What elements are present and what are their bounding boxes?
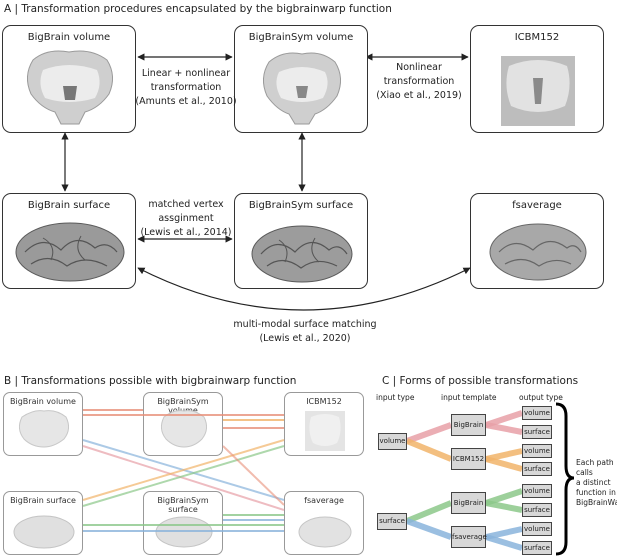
box-label: fsaverage [304,496,344,505]
box-bigbrain-surface: BigBrain surface [2,193,136,289]
box-label: BigBrainSym surface [248,200,354,211]
header-output-type: output type [519,393,563,402]
c-path-out [485,488,523,506]
box-bigbrainsym-volume: BigBrainSym volume [234,25,368,133]
c-path-out [485,410,523,428]
node-template-bigbrain: BigBrain [451,414,486,436]
c-path-volume-bigbrain [405,422,453,444]
brain-coronal-slice-icon [27,50,113,125]
box-label: BigBrainSym volume [248,32,354,43]
note-linear-nonlinear: Linear + nonlinear transformation (Amunt… [130,67,242,109]
box-label: BigBrain surface [10,496,76,505]
box-bigbrainsym-surface: BigBrainSym surface [234,193,368,289]
b-line-red [222,445,285,506]
c-path-volume-icbm152 [405,438,453,462]
side-note-line: a distinct [576,478,611,487]
node-output-surface: surface [522,541,552,555]
brain-surface-icon [489,223,587,281]
box-label: BigBrainSym surface [157,496,209,514]
node-output-volume: volume [522,522,552,536]
panel-b-box-bigbrain-volume: BigBrain volume [3,392,83,456]
note-multimodal: multi-modal surface matching (Lewis et a… [220,318,390,346]
note-matched-vertex: matched vertex assginment (Lewis et al.,… [130,198,242,240]
c-path-out [485,422,523,435]
brain-coronal-slice-icon [18,410,70,448]
box-label: ICBM152 [514,32,560,43]
b-line-pink [82,445,285,511]
brain-coronal-slice-icon [263,52,341,125]
note-nonlinear: Nonlinear transformation (Xiao et al., 2… [364,61,474,103]
box-label: ICBM152 [306,397,342,406]
note-line: Linear + nonlinear [141,68,231,79]
note-line: (Amunts et al., 2010) [135,96,237,107]
curly-brace [555,402,575,556]
panel-b-title: B | Transformations possible with bigbra… [4,375,297,387]
note-line: (Lewis et al., 2014) [140,227,232,238]
mri-coronal-slice-icon [501,56,575,126]
brain-surface-icon [251,225,353,283]
box-label: fsaverage [512,200,562,211]
c-path-surface-fsaverage [405,518,453,540]
c-path-out [485,456,523,472]
brain-coronal-slice-icon [160,410,208,448]
note-line: (Lewis et al., 2020) [259,333,351,344]
node-template-bigbrain-2: BigBrain [451,492,486,514]
note-line: assginment [158,213,214,224]
box-fsaverage: fsaverage [470,193,604,289]
node-output-surface: surface [522,425,552,439]
node-output-volume: volume [522,444,552,458]
note-line: Nonlinear [396,62,442,73]
note-line: matched vertex [148,199,224,210]
brain-surface-icon [15,222,125,282]
panel-a-title: A | Transformation procedures encapsulat… [4,3,392,15]
side-note-line: Each path calls [576,458,614,477]
node-input-surface: surface [377,513,407,530]
header-input-template: input template [441,393,497,402]
arrow-multimodal-surface-matching [137,267,471,311]
c-path-surface-bigbrain [405,500,453,524]
panel-c-title: C | Forms of possible transformations [382,375,579,387]
b-line-green [82,445,285,507]
mri-coronal-slice-icon [305,411,345,451]
c-path-out [485,526,523,540]
note-line: transformation [150,82,222,93]
panel-b-box-bigbrainsym-volume: BigBrainSym volume [143,392,223,456]
panel-b-box-icbm152: ICBM152 [284,392,364,456]
brain-surface-icon [298,516,352,548]
side-note: Each path calls a distinct function in B… [576,458,617,508]
note-line: multi-modal surface matching [233,319,377,330]
node-output-surface: surface [522,462,552,476]
side-note-line: function in [576,488,616,497]
b-line-orange [82,439,285,501]
node-input-volume: volume [378,433,407,450]
brain-surface-icon [13,515,75,549]
box-label: BigBrain surface [27,200,111,211]
node-template-icbm152: ICBM152 [451,448,486,470]
box-bigbrain-volume: BigBrain volume [2,25,136,133]
side-note-line: BigBrainWarp [576,498,617,507]
panel-b-box-fsaverage: fsaverage [284,491,364,555]
note-line: (Xiao et al., 2019) [376,90,462,101]
node-output-volume: volume [522,406,552,420]
box-label: BigBrain volume [27,32,111,43]
box-label: BigBrain volume [10,397,76,406]
c-path-out [485,534,523,551]
panel-b-box-bigbrain-surface: BigBrain surface [3,491,83,555]
box-icbm152: ICBM152 [470,25,604,133]
node-output-surface: surface [522,503,552,517]
node-output-volume: volume [522,484,552,498]
header-input-type: input type [376,393,415,402]
c-path-out [485,500,523,513]
note-line: transformation [383,76,455,87]
node-template-fsaverage: fsaverage [451,526,487,548]
